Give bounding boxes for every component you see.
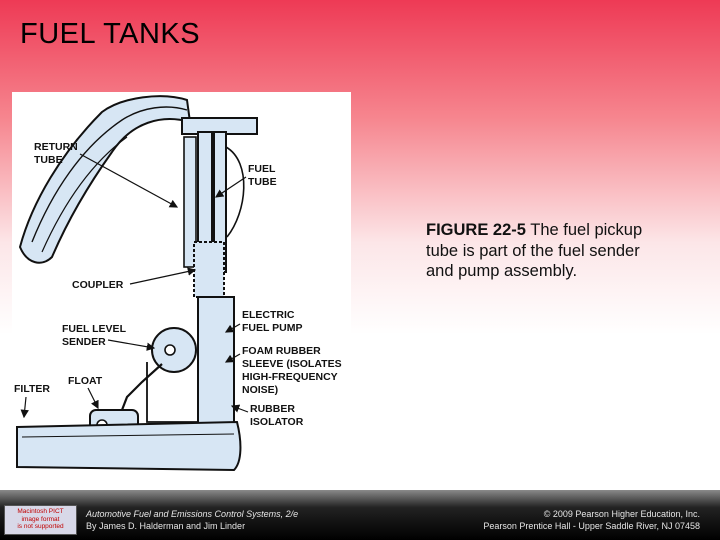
pointer-fuel-tube — [215, 176, 247, 198]
pointer-coupler — [129, 267, 197, 285]
unsupported-image-placeholder: Macintosh PICT image format is not suppo… — [4, 505, 77, 535]
coupler-shape — [193, 241, 225, 298]
pointer-electric-fuel-pump — [224, 323, 241, 333]
footer-publisher-info: © 2009 Pearson Higher Education, Inc. Pe… — [483, 508, 700, 532]
float-arm — [120, 363, 163, 411]
fuel-pump-assembly-diagram: RETURN TUBE FUEL TUBE COUPLER ELECTRIC F… — [14, 95, 345, 472]
footer-publisher: Pearson Prentice Hall - Upper Saddle Riv… — [483, 521, 700, 531]
return-tube-inner-line — [31, 106, 188, 243]
sender-pivot — [164, 344, 176, 356]
pointer-fuel-level-sender — [107, 339, 156, 351]
slide-title: FUEL TANKS — [20, 18, 201, 50]
label-float: FLOAT — [68, 375, 103, 387]
fuel-pump-assembly-figure: RETURN TUBE FUEL TUBE COUPLER ELECTRIC F… — [12, 92, 351, 474]
logo-line-1: Macintosh PICT — [17, 508, 64, 515]
support-bracket — [146, 362, 198, 423]
return-tube-shape — [18, 95, 192, 264]
filter-seam — [21, 433, 235, 438]
label-electric-fuel-pump: ELECTRIC FUEL PUMP — [242, 309, 302, 334]
caption-figure-number: FIGURE 22-5 — [426, 221, 526, 239]
pointer-float — [87, 387, 99, 410]
footer-book-info: Automotive Fuel and Emissions Control Sy… — [86, 508, 298, 532]
figure-caption: FIGURE 22-5 The fuel pickup tube is part… — [426, 220, 656, 282]
pointer-filter — [20, 396, 29, 419]
footer-bar: Macintosh PICT image format is not suppo… — [0, 490, 720, 540]
caption-text: The fuel pickup tube is part of the fuel… — [426, 221, 643, 280]
return-tube-inner-line-2 — [41, 136, 128, 253]
wire-loop — [225, 146, 245, 238]
logo-line-3: is not supported — [17, 523, 64, 530]
label-coupler: COUPLER — [72, 279, 124, 291]
label-foam-rubber-sleeve: FOAM RUBBER SLEEVE (ISOLATES HIGH-FREQUE… — [242, 345, 345, 396]
footer-copyright: © 2009 Pearson Higher Education, Inc. — [543, 509, 700, 519]
label-fuel-tube: FUEL TUBE — [248, 163, 278, 188]
logo-line-2: image format — [21, 515, 60, 523]
pointer-return-tube — [79, 153, 179, 208]
label-fuel-level-sender: FUEL LEVEL SENDER — [62, 323, 129, 348]
filter-shape — [16, 420, 242, 472]
label-return-tube: RETURN TUBE — [34, 141, 81, 166]
pointer-foam-rubber-sleeve — [224, 353, 241, 363]
label-filter: FILTER — [14, 383, 50, 395]
label-rubber-isolator: RUBBER ISOLATOR — [250, 403, 304, 428]
footer-authors: By James D. Halderman and Jim Linder — [86, 521, 246, 531]
pointer-rubber-isolator — [230, 404, 249, 413]
tube-shape-3 — [183, 136, 197, 268]
electric-fuel-pump-shape — [197, 296, 235, 438]
footer-book-title: Automotive Fuel and Emissions Control Sy… — [86, 509, 299, 519]
